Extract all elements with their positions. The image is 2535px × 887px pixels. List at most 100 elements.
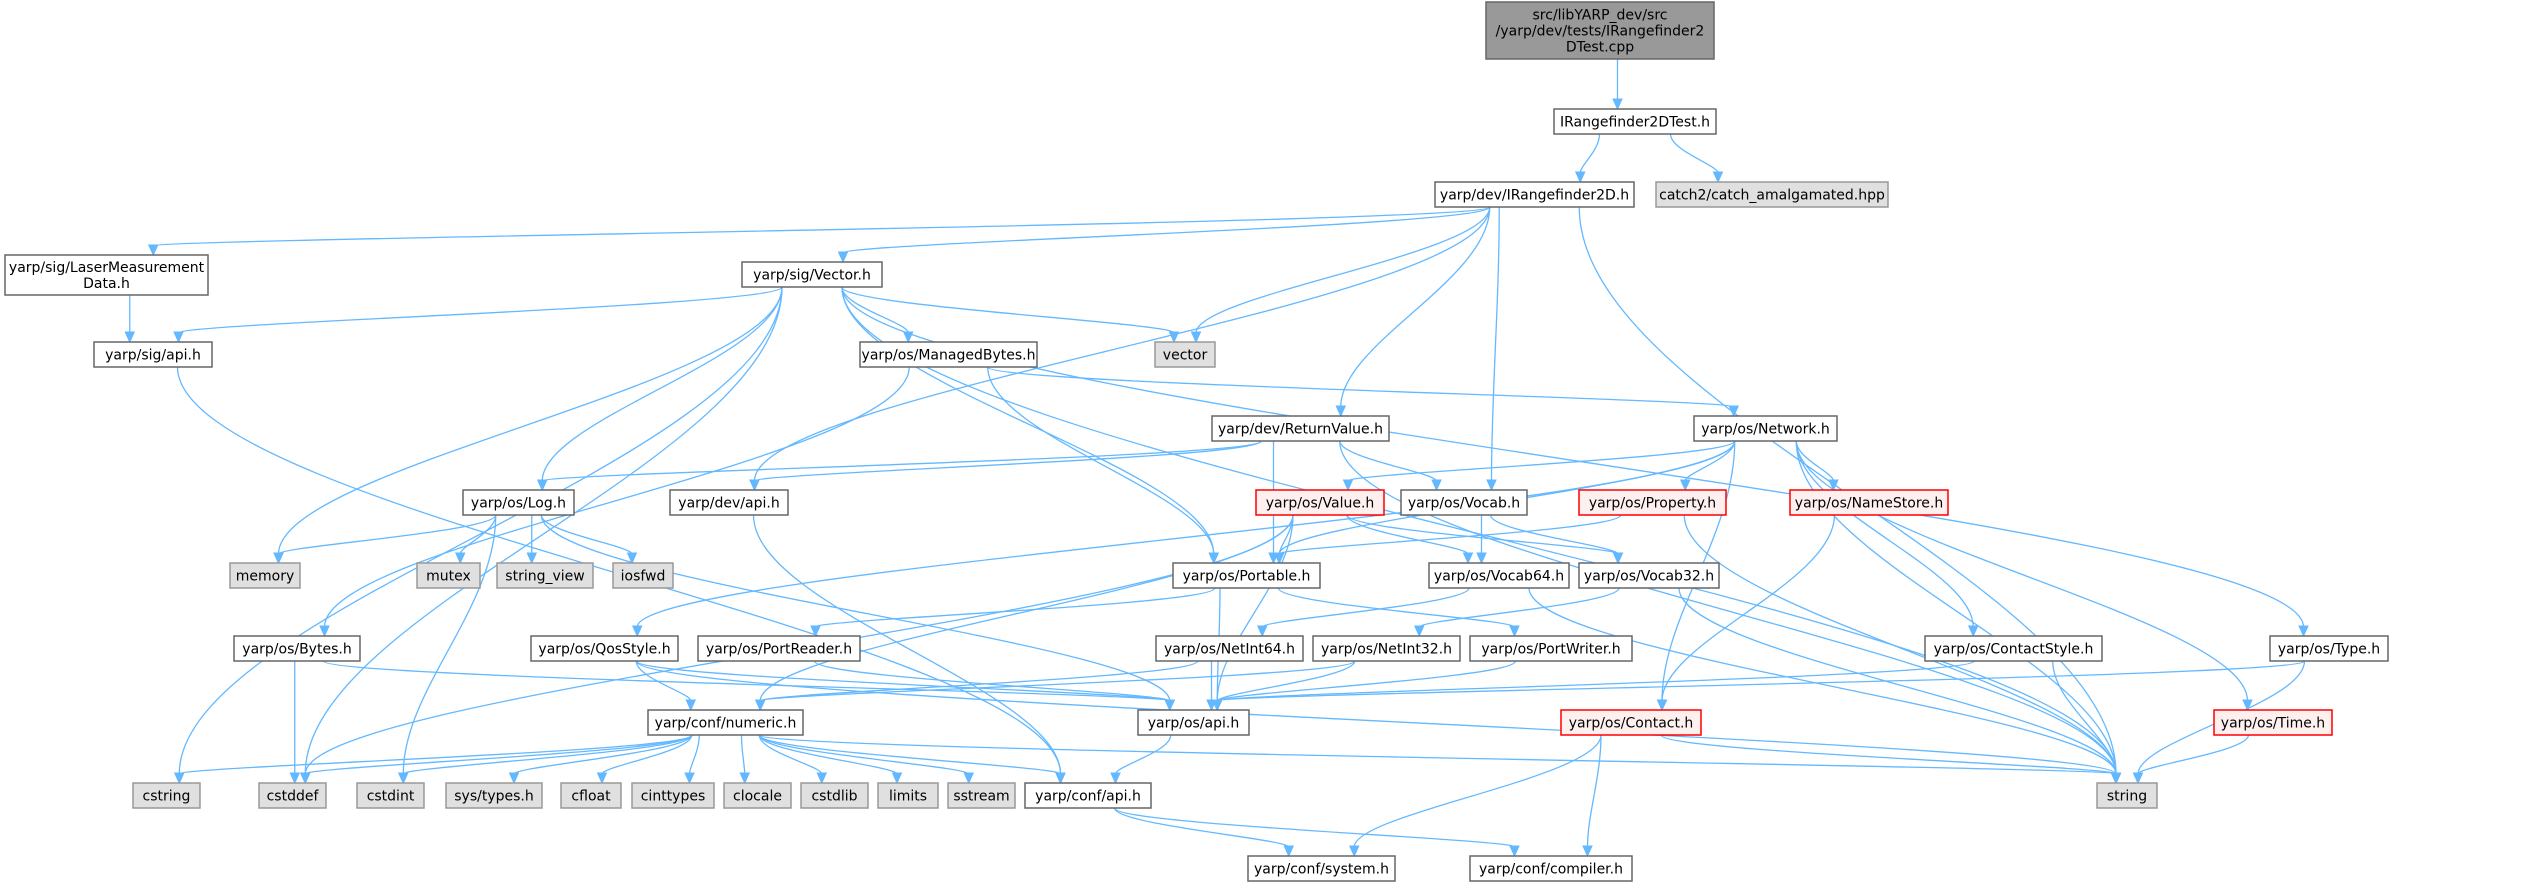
graph-node-bytes[interactable] xyxy=(233,635,361,662)
graph-node-network[interactable] xyxy=(1693,415,1838,442)
node-label: yarp/os/Value.h xyxy=(1266,496,1375,512)
edge-netint64-to-numeric xyxy=(759,660,1199,702)
graph-node-system[interactable] xyxy=(1247,855,1396,882)
graph-node-root xyxy=(1485,1,1715,60)
edge-numeric-to-cfloat xyxy=(601,734,693,775)
edge-log-to-cstdint xyxy=(402,514,497,775)
edge-vector_h-to-portable xyxy=(841,286,1215,555)
edge-property-to-string xyxy=(1683,514,2117,775)
node-box xyxy=(4,254,209,296)
edge-vocab-to-vocab32 xyxy=(1489,514,1619,555)
graph-node-vector_h[interactable] xyxy=(741,261,883,288)
graph-node-compiler[interactable] xyxy=(1469,855,1633,882)
graph-node-devapi[interactable] xyxy=(669,489,789,516)
graph-node-label-mutex: mutex xyxy=(426,569,471,585)
arrowhead-icon xyxy=(749,479,760,492)
node-label: yarp/os/Vocab.h xyxy=(1408,496,1520,512)
arrowhead-icon xyxy=(739,772,751,785)
node-label: yarp/os/Network.h xyxy=(1701,422,1830,438)
node-box xyxy=(1312,635,1461,662)
edge-contact-to-string xyxy=(1660,734,2117,775)
edges-layer xyxy=(124,59,2309,858)
edge-numeric-to-cinttypes xyxy=(688,734,700,775)
graph-node-managed[interactable] xyxy=(859,341,1038,368)
arrowhead-icon xyxy=(2132,772,2144,785)
graph-node-type[interactable] xyxy=(2269,635,2389,662)
graph-node-log[interactable] xyxy=(462,489,575,516)
edge-namestore-to-contact xyxy=(1661,514,1836,702)
node-box xyxy=(800,782,869,809)
arrowhead-icon xyxy=(1612,552,1624,565)
graph-node-test_h[interactable] xyxy=(1553,108,1717,135)
node-box xyxy=(356,782,425,809)
node-label: yarp/dev/ReturnValue.h xyxy=(1218,422,1383,438)
graph-node-vocab[interactable] xyxy=(1400,489,1528,516)
edge-contactstyle-to-string xyxy=(2052,660,2117,775)
graph-node-sigapi[interactable] xyxy=(93,341,213,368)
graph-node-vocab64[interactable] xyxy=(1428,562,1570,589)
graph-node-laser[interactable] xyxy=(4,254,209,296)
graph-node-qos[interactable] xyxy=(530,635,679,662)
graph-node-cstdint xyxy=(356,782,425,809)
graph-node-label-qos: yarp/os/QosStyle.h xyxy=(538,642,670,658)
graph-node-value[interactable] xyxy=(1255,489,1385,516)
node-label: yarp/os/NetInt32.h xyxy=(1321,642,1452,658)
edge-irange-to-retval xyxy=(1340,206,1491,408)
graph-node-osapi[interactable] xyxy=(1137,709,1250,736)
graph-node-label-iosfwd: iosfwd xyxy=(621,569,666,585)
graph-node-contactstyle[interactable] xyxy=(1924,635,2103,662)
node-box xyxy=(1469,635,1633,662)
arrowhead-icon xyxy=(1168,331,1180,344)
edge-network-to-qos xyxy=(636,440,1736,628)
edge-managed-to-portable xyxy=(987,366,1215,555)
arrowhead-icon xyxy=(1348,845,1360,858)
graph-node-contact[interactable] xyxy=(1560,709,1702,736)
graph-node-confapi[interactable] xyxy=(1024,782,1152,809)
edge-vocab64-to-string xyxy=(1528,587,2117,775)
node-label: yarp/os/Vocab32.h xyxy=(1584,569,1714,585)
graph-node-mutex xyxy=(416,562,481,589)
edge-numeric-to-systypes xyxy=(513,734,693,775)
graph-node-label-log: yarp/os/Log.h xyxy=(471,496,566,512)
arrowhead-icon xyxy=(2298,625,2309,638)
node-label: yarp/os/NameStore.h xyxy=(1795,496,1943,512)
graph-node-netint64[interactable] xyxy=(1155,635,1304,662)
graph-node-vocab32[interactable] xyxy=(1578,562,1720,589)
arrowhead-icon xyxy=(1055,772,1066,785)
graph-node-irange[interactable] xyxy=(1434,181,1635,208)
node-box xyxy=(859,341,1038,368)
edge-value-to-osapi xyxy=(1216,514,1294,702)
graph-node-time[interactable] xyxy=(2213,709,2333,736)
graph-node-label-netint32: yarp/os/NetInt32.h xyxy=(1321,642,1452,658)
graph-node-retval[interactable] xyxy=(1211,415,1390,442)
graph-node-netint32[interactable] xyxy=(1312,635,1461,662)
graph-node-label-value: yarp/os/Value.h xyxy=(1266,496,1375,512)
edge-vector_h-to-cstring xyxy=(178,286,783,775)
node-box xyxy=(462,489,575,516)
node-label: string xyxy=(2107,789,2147,805)
graph-node-portable[interactable] xyxy=(1172,562,1321,589)
graph-node-numeric[interactable] xyxy=(647,709,804,736)
edge-log-to-memory xyxy=(277,514,497,555)
graph-node-label-root: src/libYARP_dev/src/yarp/dev/tests/IRang… xyxy=(1496,8,1705,56)
node-label: yarp/conf/numeric.h xyxy=(655,716,797,732)
graph-node-portreader[interactable] xyxy=(697,635,861,662)
node-label: yarp/os/ContactStyle.h xyxy=(1934,642,2094,658)
node-box xyxy=(1428,562,1570,589)
node-label: IRangefinder2DTest.h xyxy=(1560,115,1710,131)
graph-node-portwriter[interactable] xyxy=(1469,635,1633,662)
edge-numeric-to-cstdlib xyxy=(758,734,823,775)
arrowhead-icon xyxy=(1509,845,1520,858)
graph-node-property[interactable] xyxy=(1578,489,1727,516)
graph-node-namestore[interactable] xyxy=(1789,489,1949,516)
node-box xyxy=(2269,635,2389,662)
node-label: cstring xyxy=(143,789,191,805)
arrowhead-icon xyxy=(536,479,548,492)
node-label: yarp/sig/LaserMeasurement xyxy=(9,260,205,276)
edge-managed-to-network xyxy=(987,366,1735,408)
arrowhead-icon xyxy=(1211,699,1223,712)
edge-portable-to-portwriter xyxy=(1277,587,1516,628)
edge-numeric-to-limits xyxy=(758,734,898,775)
node-box xyxy=(1553,108,1717,135)
node-box xyxy=(229,562,301,589)
